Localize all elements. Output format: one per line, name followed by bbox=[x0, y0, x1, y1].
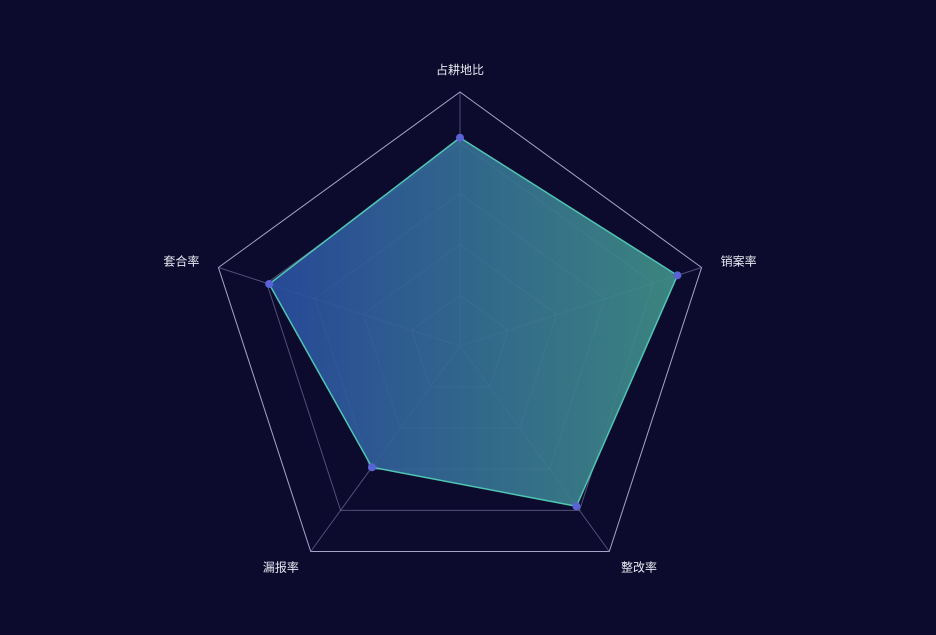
axis-label-2: 整改率 bbox=[621, 560, 657, 575]
data-point-4[interactable] bbox=[265, 279, 274, 288]
data-point-3[interactable] bbox=[367, 463, 376, 472]
axis-label-4: 套合率 bbox=[163, 253, 199, 268]
axis-label-1: 销案率 bbox=[721, 253, 757, 268]
radar-series bbox=[265, 133, 682, 511]
data-point-0[interactable] bbox=[456, 133, 464, 142]
data-point-2[interactable] bbox=[572, 502, 581, 511]
data-point-1[interactable] bbox=[673, 271, 682, 280]
series-area-0 bbox=[268, 136, 679, 508]
axis-label-3: 漏报率 bbox=[263, 560, 299, 575]
axis-label-0: 占耕地比 bbox=[436, 62, 484, 77]
grid-ring-5 bbox=[217, 91, 703, 552]
